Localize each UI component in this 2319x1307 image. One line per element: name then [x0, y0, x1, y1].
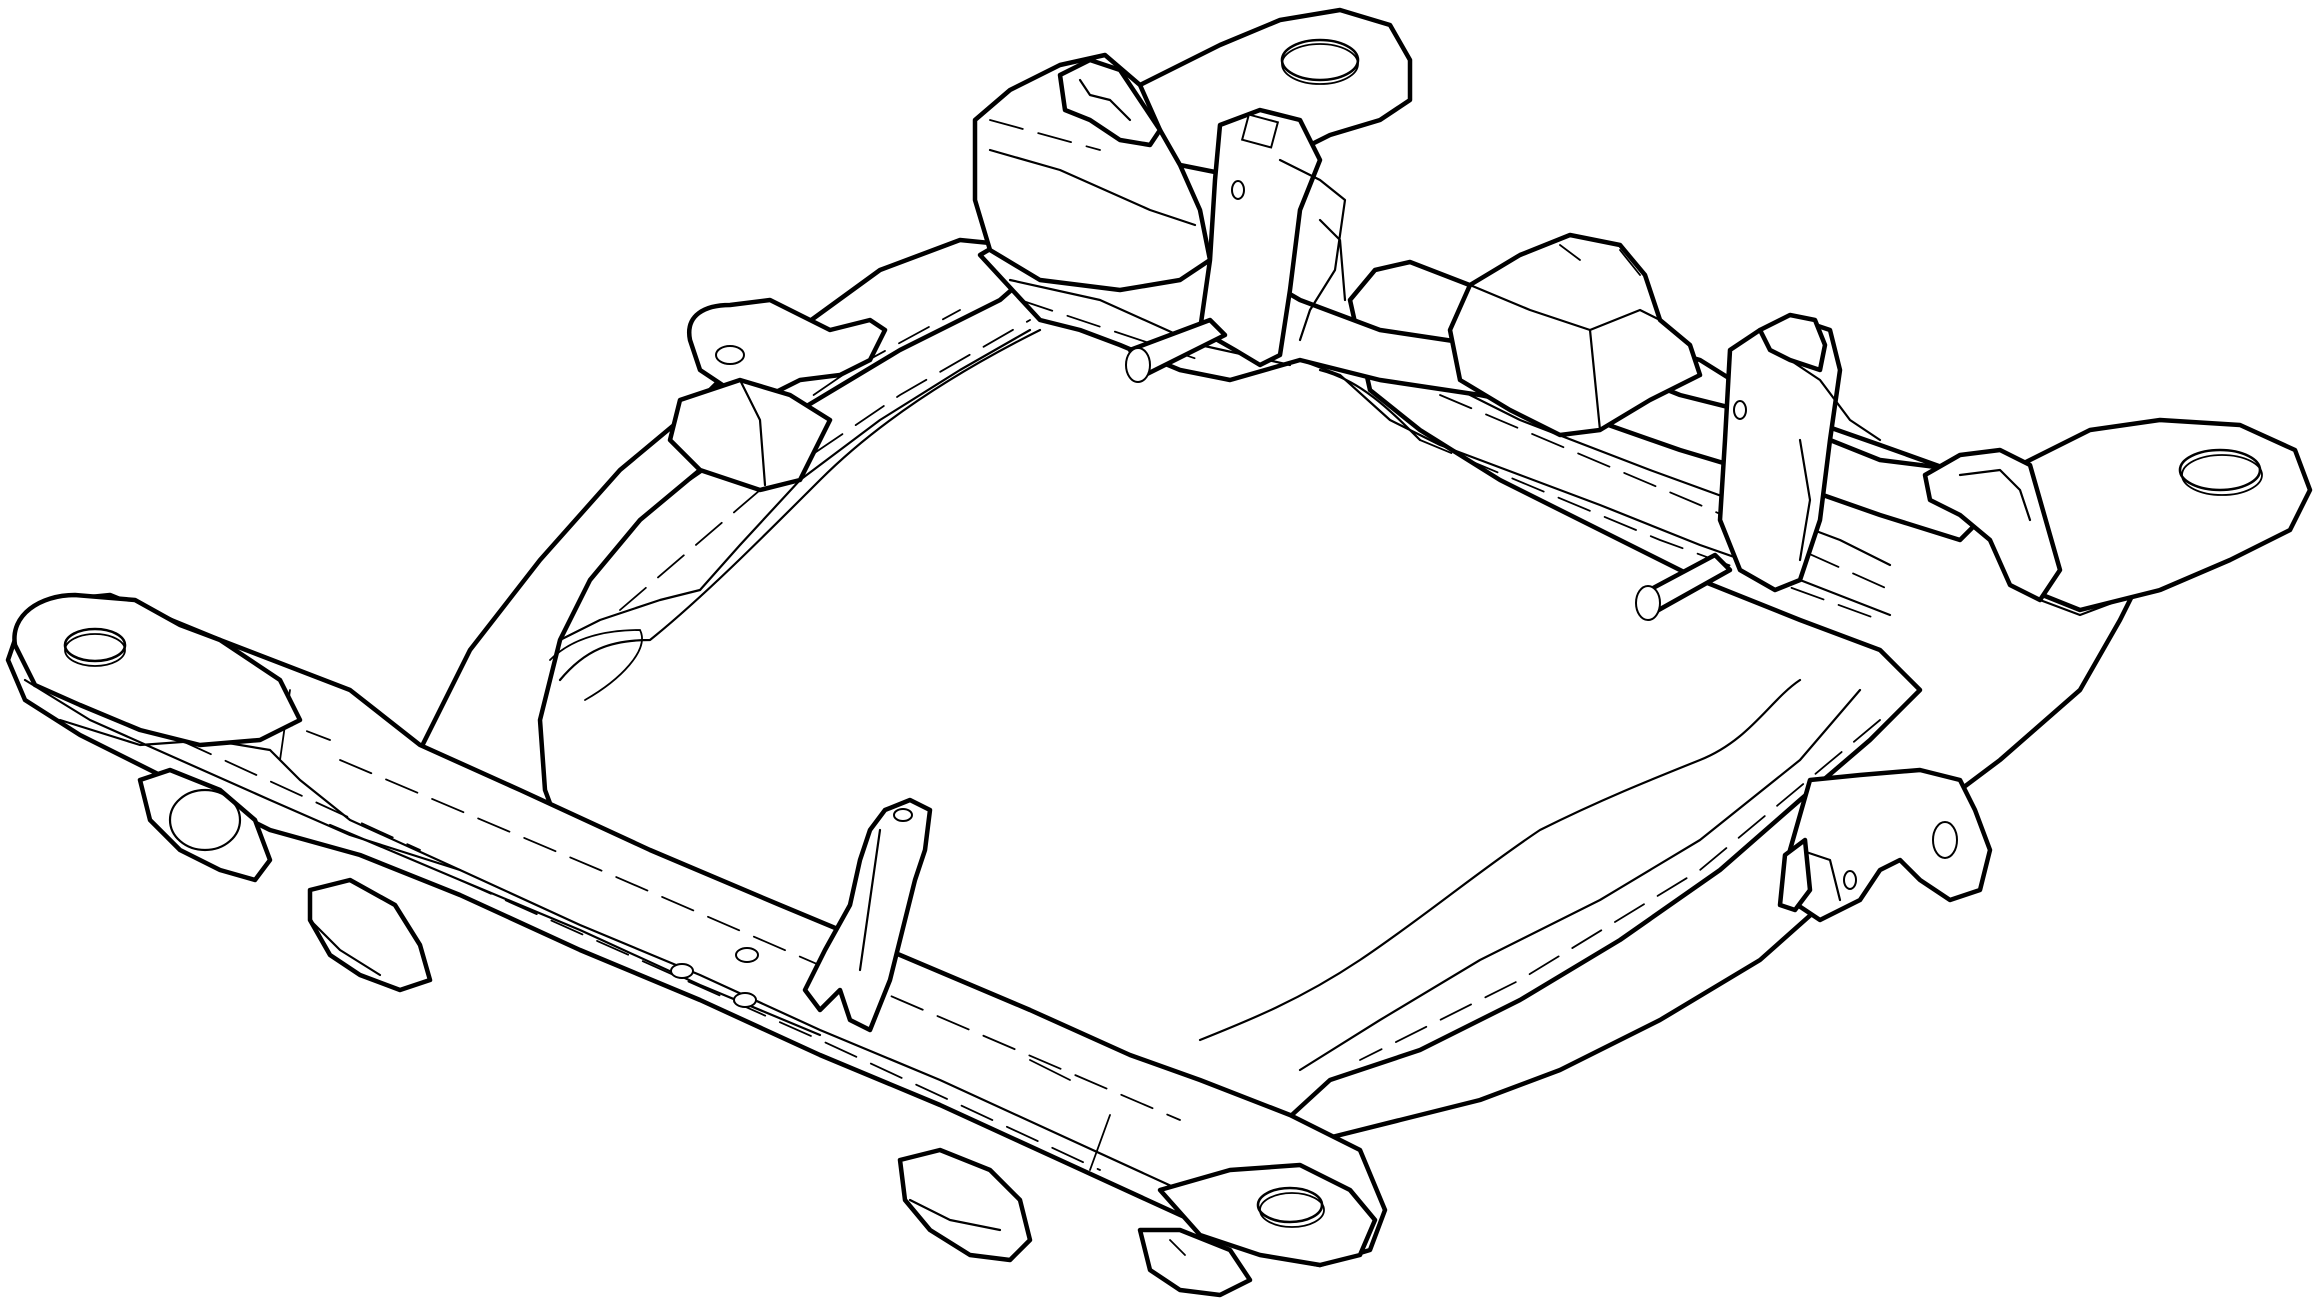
bolt-hole-icon [1231, 180, 1245, 200]
front-left-mount [12, 592, 303, 748]
front-right-mount [1157, 1162, 1378, 1268]
pin-end-icon [1125, 347, 1151, 383]
square-socket-icon [1240, 113, 1280, 149]
bolt-hole-icon [1733, 400, 1747, 420]
center-front-strap-bracket [802, 797, 933, 1033]
pin-end-icon [1635, 585, 1661, 621]
center-right-upright-bracket [1717, 312, 1882, 593]
front-left-upper-wing [667, 297, 888, 493]
beam-hole-icon [733, 992, 757, 1008]
bolt-hole-icon [893, 808, 913, 822]
front-right-bushings [897, 1147, 1253, 1298]
left-pin-stud [1125, 317, 1228, 383]
right-side-rail [1267, 259, 2153, 1143]
bolt-hole-icon [1932, 821, 1958, 859]
center-left-upright-bracket [1197, 107, 1347, 368]
beam-hole-icon [735, 947, 759, 963]
rear-right-small-bracket [1922, 447, 2063, 603]
rear-left-tower [972, 52, 1213, 293]
bolt-hole-icon [1843, 870, 1857, 890]
rear-center-box-mount [1447, 232, 1703, 438]
right-pin-stud [1635, 552, 1733, 621]
bolt-hole-icon [715, 345, 745, 365]
mount-hole-icon [2178, 448, 2262, 492]
front-right-lower-bracket [1777, 767, 1993, 923]
mount-hole-icon [1280, 38, 1360, 82]
rear-left-upper-mount [1137, 7, 1413, 178]
front-left-bushings [137, 767, 433, 993]
inner-rail-contour [558, 328, 1802, 1042]
beam-hole-icon [670, 963, 694, 979]
front-beam-holes [670, 947, 759, 1008]
